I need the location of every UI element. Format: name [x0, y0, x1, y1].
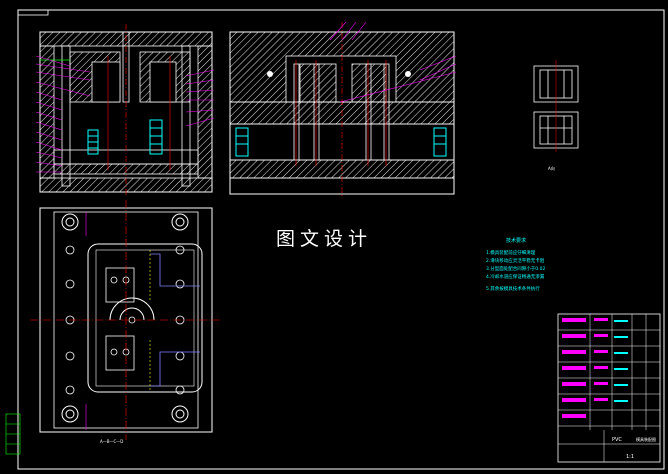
- front-section-view: [35, 24, 215, 196]
- tech-note-2: 2.滑块移动应灵活平稳无卡阻: [486, 257, 545, 264]
- revision-tag: [5, 413, 21, 455]
- sheet-number: 1:1: [626, 454, 634, 460]
- plan-view: [30, 200, 222, 440]
- top-left-tab: [17, 9, 49, 16]
- tech-note-3: 3.分型面处配合间隙小于0.02: [486, 265, 545, 272]
- tech-notes-title: 技术要求: [506, 237, 526, 244]
- tech-note-5: 5.其余按模具技术条件执行: [486, 285, 540, 292]
- part-detail-views: [533, 60, 579, 152]
- title-block: [557, 313, 661, 463]
- tech-note-4: 4.冷却水道应保证畅通无渗漏: [486, 273, 545, 280]
- title-block-sub: 模具装配图: [636, 436, 656, 442]
- plan-view-label: A—B—C—D: [100, 439, 123, 444]
- small-view-label: A向: [548, 165, 555, 171]
- side-section-view: [229, 21, 457, 198]
- sheet-border: [17, 9, 665, 470]
- title-block-label: PVC: [612, 437, 622, 443]
- watermark-text: 图文设计: [276, 228, 373, 250]
- tech-note-1: 1.模具装配前应仔细清理: [486, 249, 536, 256]
